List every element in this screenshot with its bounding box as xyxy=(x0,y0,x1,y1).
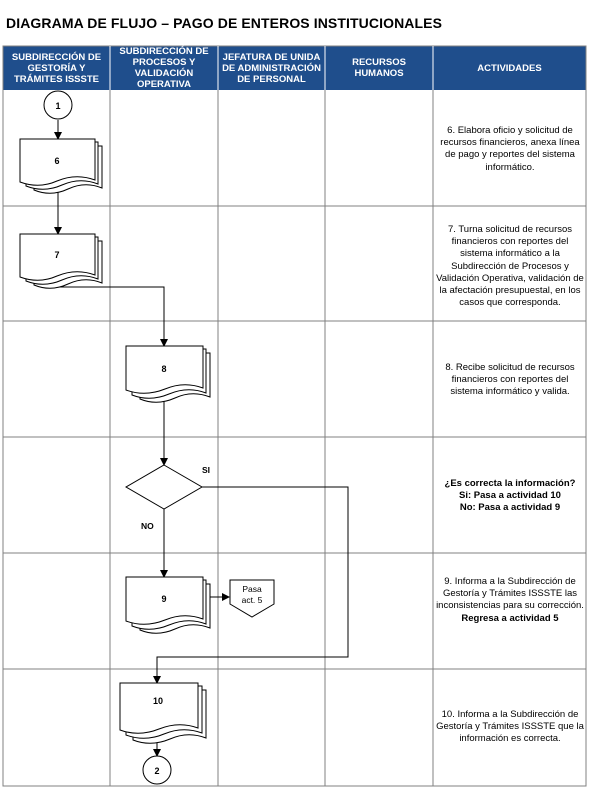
decision-yes-label: SI xyxy=(202,465,211,475)
column-header-procesos: SUBDIRECCIÓN DE PROCESOS Y VALIDACIÓN OP… xyxy=(119,46,209,90)
row-dividers xyxy=(3,205,586,670)
column-header-jefatura: JEFATURA DE UNIDA DE ADMINISTRACIÓN DE P… xyxy=(222,51,321,85)
offpage-connector xyxy=(229,579,275,618)
decision-no-text: No: Pasa a actividad 9 xyxy=(459,502,561,514)
activity-8: 8. Recibe solicitud de recursos financie… xyxy=(445,362,575,398)
document-node-8 xyxy=(125,345,211,403)
svg-text:2: 2 xyxy=(154,766,159,776)
activity-6: 6. Elabora oficio y solicitud de recurso… xyxy=(440,125,580,173)
activity-9-return: Regresa a actividad 5 xyxy=(461,612,559,624)
column-header-gestoria: SUBDIRECCIÓN DE GESTORÍA Y TRÁMITES ISSS… xyxy=(11,51,102,85)
column-dividers xyxy=(109,46,434,786)
svg-text:1: 1 xyxy=(55,101,60,111)
table-border xyxy=(2,45,587,787)
activity-7: 7. Turna solicitud de recursos financier… xyxy=(436,224,584,309)
document-6-label: 6 xyxy=(54,156,59,166)
activity-9-text: 9. Informa a la Subdirección de Gestoría… xyxy=(436,576,584,612)
document-9-label: 9 xyxy=(161,594,166,604)
offpage-line1: Pasa xyxy=(242,584,262,594)
header-band xyxy=(3,46,586,90)
document-10-label: 10 xyxy=(153,696,163,706)
activity-decision: ¿Es correcta la información? Si: Pasa a … xyxy=(434,478,586,515)
document-node-6 xyxy=(19,138,103,194)
document-node-10 xyxy=(119,682,207,744)
document-8-label: 8 xyxy=(161,364,166,374)
decision-no-label: NO xyxy=(141,521,154,531)
document-node-7 xyxy=(19,233,103,289)
document-node-9 xyxy=(125,576,211,634)
activity-10: 10. Informa a la Subdirección de Gestorí… xyxy=(436,709,584,745)
decision-diamond xyxy=(125,464,203,510)
column-header-recursos-humanos: RECURSOS HUMANOS xyxy=(352,57,406,79)
flow-lines xyxy=(54,120,349,757)
offpage-line2: act. 5 xyxy=(242,595,263,605)
start-connector: 1 xyxy=(43,90,73,120)
end-connector: 2 xyxy=(142,755,172,785)
diagram-title: DIAGRAMA DE FLUJO – PAGO DE ENTEROS INST… xyxy=(6,15,443,31)
decision-question: ¿Es correcta la información? xyxy=(444,478,576,489)
activity-9: 9. Informa a la Subdirección de Gestoría… xyxy=(434,576,586,625)
column-header-actividades: ACTIVIDADES xyxy=(477,62,542,74)
decision-yes-text: Si: Pasa a actividad 10 xyxy=(459,490,561,502)
document-7-label: 7 xyxy=(54,250,59,260)
